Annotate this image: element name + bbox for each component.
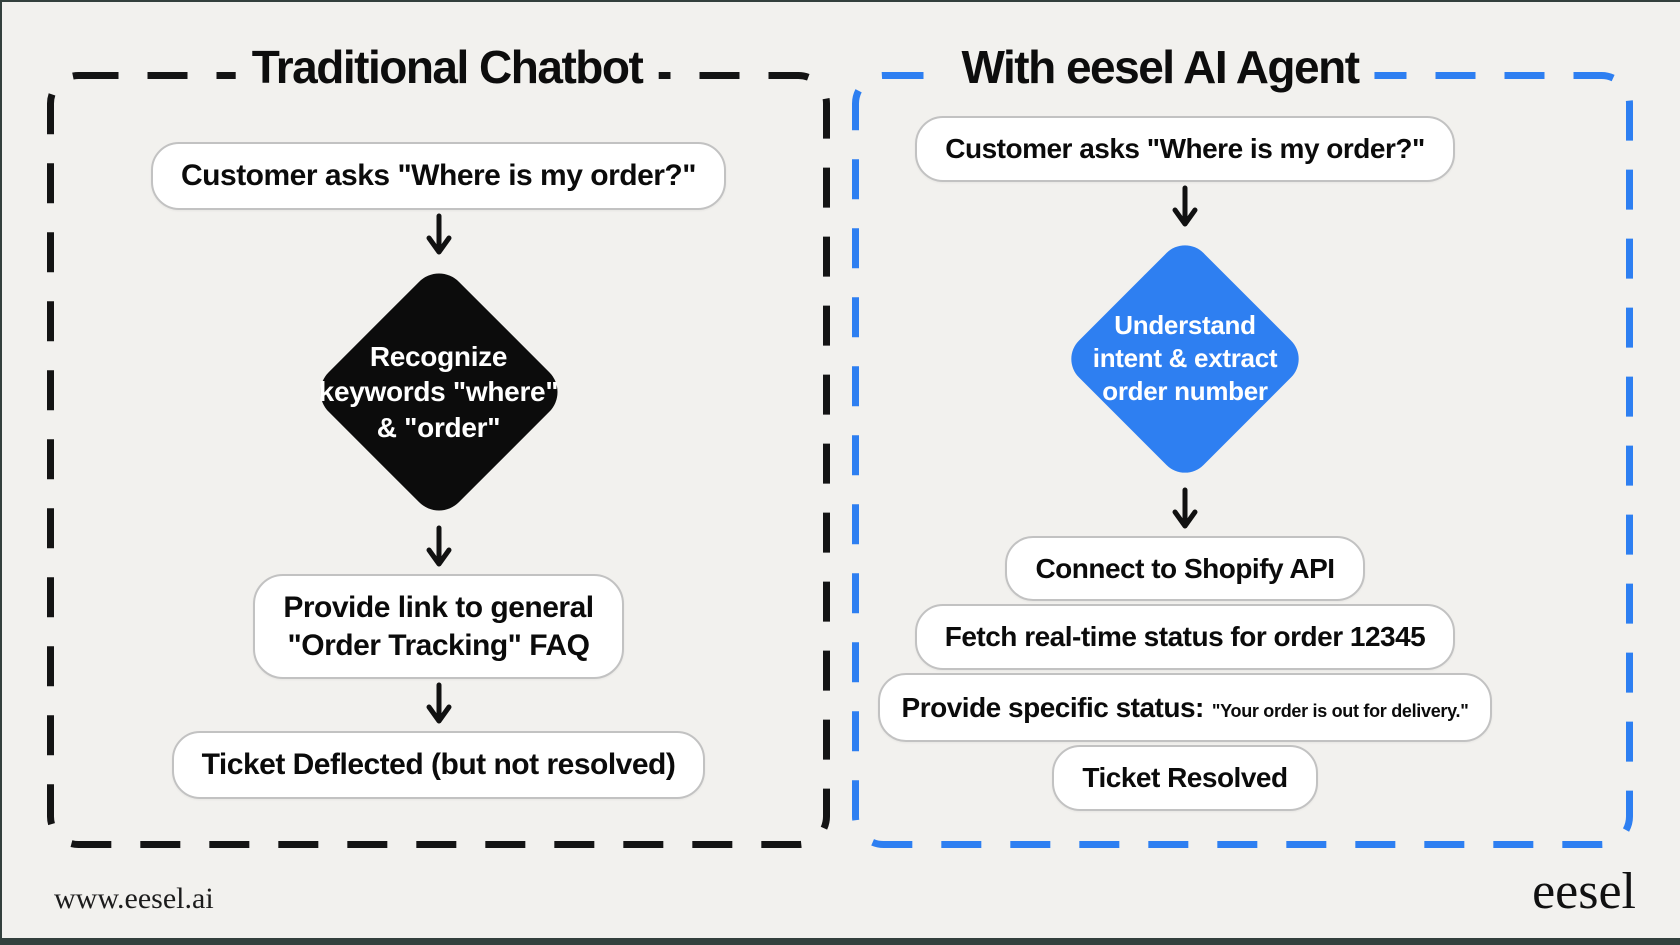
decision-label: Recognize keywords "where" & "order"	[309, 262, 569, 522]
step-ticket-resolved: Ticket Resolved	[1052, 745, 1318, 811]
decision-line: Understand	[1114, 310, 1256, 341]
decision-line: & "order"	[376, 411, 501, 443]
decision-understand-intent: Understand intent & extract order number	[1060, 234, 1310, 484]
panel-title-traditional: Traditional Chatbot	[235, 38, 659, 98]
arrow-down-icon	[1170, 185, 1200, 231]
step-fetch-order-status: Fetch real-time status for order 12345	[914, 604, 1456, 670]
screen-edge-top	[0, 0, 1680, 2]
step-customer-asks: Customer asks "Where is my order?"	[151, 142, 726, 210]
step-connect-shopify-api: Connect to Shopify API	[1005, 535, 1365, 602]
arrow-down-icon	[1170, 487, 1200, 533]
decision-line: intent & extract	[1092, 343, 1278, 374]
decision-line: Recognize	[369, 341, 508, 373]
step-line: "Order Tracking" FAQ	[287, 628, 590, 662]
arrow-down-icon	[424, 682, 454, 728]
flow-column-traditional: Customer asks "Where is my order?" Recog…	[47, 72, 830, 848]
site-url: www.eesel.ai	[54, 882, 214, 915]
screen-edge-left	[0, 0, 2, 945]
arrow-down-icon	[424, 525, 454, 571]
step-customer-asks: Customer asks "Where is my order?"	[915, 116, 1455, 182]
decision-line: keywords "where"	[318, 376, 559, 408]
status-label: Provide specific status:	[901, 691, 1205, 723]
status-quote: "Your order is out for delivery."	[1211, 700, 1469, 721]
arrow-down-icon	[424, 213, 454, 259]
decision-recognize-keywords: Recognize keywords "where" & "order"	[308, 261, 569, 523]
flow-column-eesel: Customer asks "Where is my order?" Under…	[852, 72, 1633, 848]
step-provide-specific-status: Provide specific status: "Your order is o…	[877, 672, 1493, 743]
decision-line: order number	[1102, 375, 1268, 406]
step-ticket-deflected: Ticket Deflected (but not resolved)	[171, 731, 706, 799]
step-provide-faq-link: Provide link to general "Order Tracking"…	[253, 574, 624, 679]
panel-traditional-chatbot: Traditional Chatbot Customer asks "Where…	[47, 38, 830, 848]
panel-eesel-ai-agent: With eesel AI Agent Customer asks "Where…	[852, 38, 1633, 848]
brand-logo: eesel	[1532, 863, 1636, 920]
decision-label: Understand intent & extract order number	[1060, 234, 1310, 484]
step-line: Provide link to general	[283, 591, 594, 624]
screen-edge-bottom	[0, 938, 1680, 945]
panel-title-eesel: With eesel AI Agent	[945, 38, 1375, 98]
